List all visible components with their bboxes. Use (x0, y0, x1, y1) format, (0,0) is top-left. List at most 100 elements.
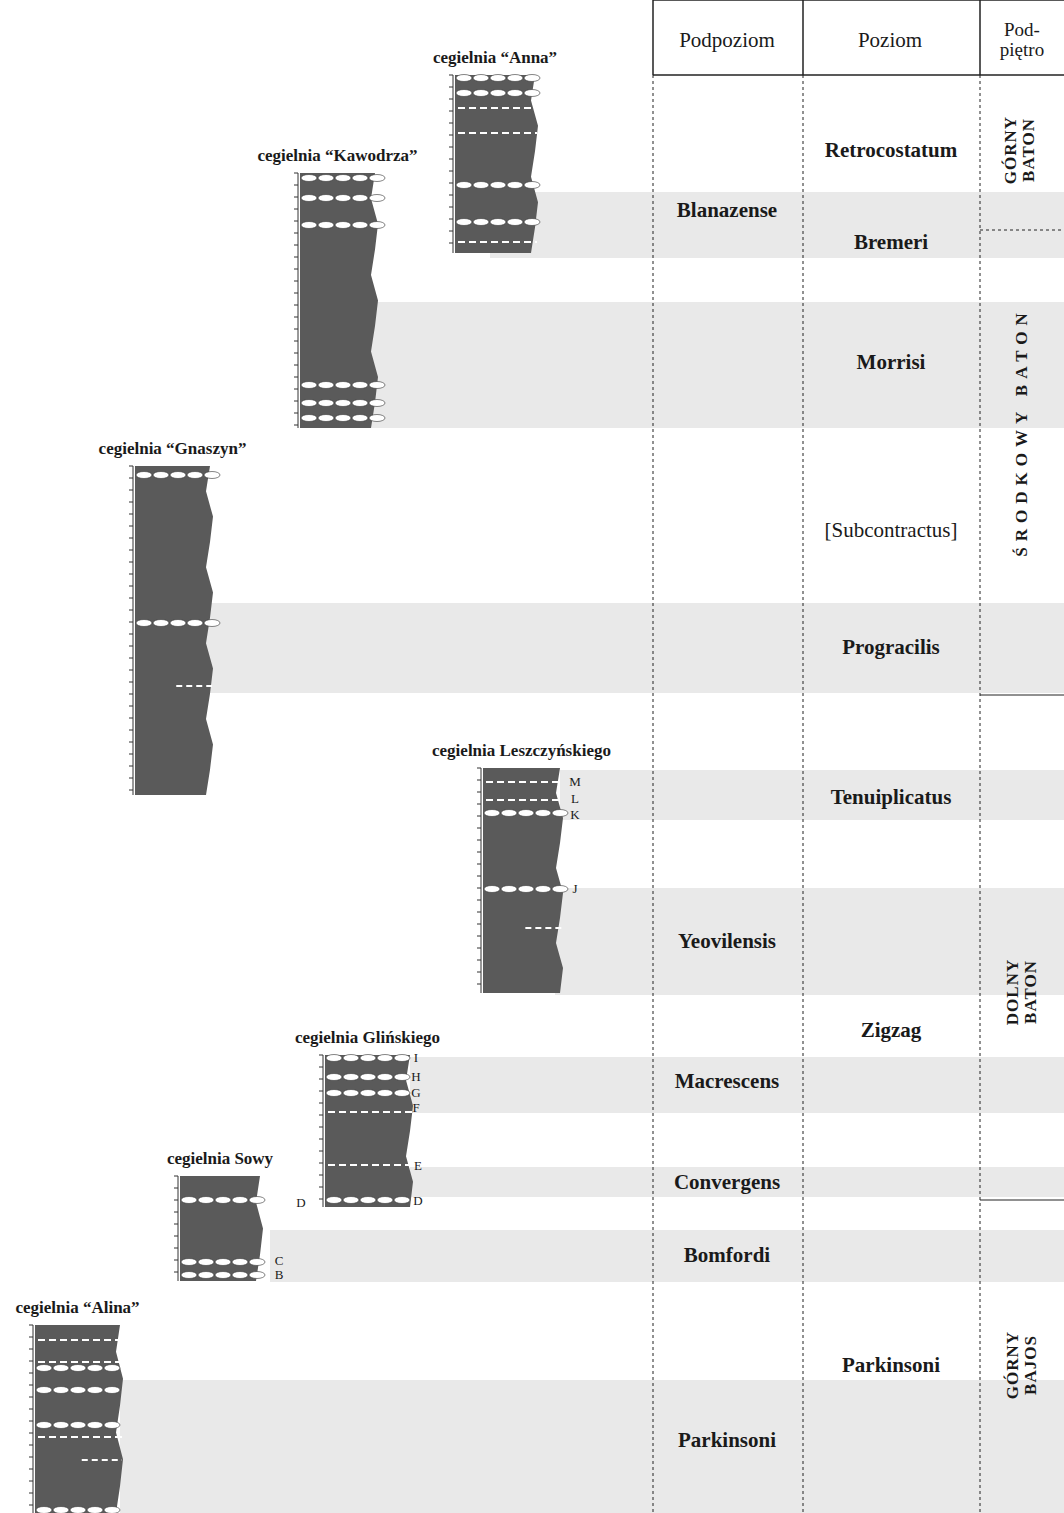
concretion (369, 415, 385, 422)
concretion (326, 1055, 342, 1062)
bed-letter: F (412, 1100, 419, 1116)
concretion (352, 222, 368, 229)
scale-tick (29, 1409, 33, 1410)
scale-tick (449, 99, 453, 100)
concretion (473, 219, 489, 226)
concretion (153, 620, 169, 627)
bed-letter: M (569, 774, 581, 790)
scale-tick (129, 478, 133, 479)
table-cell: Morrisi (857, 350, 926, 375)
table-cell: Zigzag (861, 1018, 922, 1043)
scale-tick (294, 425, 298, 426)
scale-tick (294, 233, 298, 234)
table-cell: Blanazense (677, 198, 777, 223)
section-title: cegielnia “Anna” (433, 48, 557, 68)
scale-tick (449, 171, 453, 172)
scale-tick (129, 646, 133, 647)
scale-tick (174, 1260, 178, 1261)
concretion (518, 886, 534, 893)
scale-tick (174, 1188, 178, 1189)
concretion (70, 1507, 86, 1513)
scale-tick (449, 219, 453, 220)
scale-tick (174, 1248, 178, 1249)
concretion (456, 219, 472, 226)
concretion (87, 1507, 103, 1513)
scale-tick (477, 888, 481, 889)
section-column: cegielnia “Anna” (455, 75, 535, 253)
concretion (524, 182, 540, 189)
concretion (552, 886, 568, 893)
concretion (198, 1197, 214, 1204)
concretion (204, 620, 220, 627)
concretion (249, 1197, 265, 1204)
scale-tick (477, 816, 481, 817)
table-cell: Bremeri (854, 230, 928, 255)
scale-tick (174, 1176, 178, 1177)
concretion (170, 620, 186, 627)
concretion (473, 90, 489, 97)
concretion (507, 75, 523, 82)
scale-tick (129, 610, 133, 611)
concretion-dashed (38, 1361, 122, 1363)
scale-tick (294, 197, 298, 198)
section-column (300, 173, 378, 428)
table-cell: Bomfordi (684, 1243, 770, 1268)
concretion (187, 472, 203, 479)
scale-tick (294, 221, 298, 222)
scale-tick (477, 780, 481, 781)
scale-tick (129, 742, 133, 743)
scale-tick (477, 948, 481, 949)
scale-tick (129, 466, 133, 467)
scale-tick (319, 1103, 323, 1104)
scale-tick (449, 231, 453, 232)
section-title: cegielnia Sowy (167, 1149, 273, 1169)
concretion (326, 1090, 342, 1097)
scale-tick (477, 840, 481, 841)
concretion (87, 1422, 103, 1429)
scale-tick (319, 1067, 323, 1068)
scale-tick (129, 766, 133, 767)
scale-tick (449, 111, 453, 112)
section-title: cegielnia Leszczyńskiego (432, 741, 611, 761)
concretion (232, 1197, 248, 1204)
table-lines (653, 0, 1064, 1513)
scale-tick (477, 804, 481, 805)
section-column (180, 1176, 263, 1281)
concretion (70, 1365, 86, 1372)
section-title: cegielnia Glińskiego (295, 1028, 440, 1048)
concretion (249, 1272, 265, 1279)
scale-line (33, 1325, 34, 1513)
concretion (473, 75, 489, 82)
concretion (232, 1259, 248, 1266)
scale-tick (294, 245, 298, 246)
bed-letter: D (296, 1195, 305, 1211)
scale-tick (29, 1457, 33, 1458)
concretion (352, 175, 368, 182)
concretion-dashed (328, 1164, 412, 1166)
scale-tick (319, 1187, 323, 1188)
bed-letter: L (571, 791, 579, 807)
scale-line (298, 173, 299, 428)
concretion (318, 175, 334, 182)
scale-tick (29, 1469, 33, 1470)
scale-tick (29, 1481, 33, 1482)
scale-tick (29, 1421, 33, 1422)
concretion (352, 415, 368, 422)
concretion (187, 620, 203, 627)
concretion (53, 1387, 69, 1394)
scale-tick (319, 1127, 323, 1128)
concretion (524, 75, 540, 82)
substage-label: GÓRNY BATON (1002, 90, 1038, 210)
concretion-dashed (486, 799, 562, 801)
concretion (301, 415, 317, 422)
scale-tick (129, 562, 133, 563)
concretion (318, 195, 334, 202)
section-title: cegielnia “Alina” (15, 1298, 139, 1318)
concretion (53, 1365, 69, 1372)
concretion (490, 182, 506, 189)
concretion (535, 810, 551, 817)
concretion (70, 1387, 86, 1394)
scale-line (323, 1055, 324, 1207)
concretion (352, 195, 368, 202)
scale-tick (294, 377, 298, 378)
